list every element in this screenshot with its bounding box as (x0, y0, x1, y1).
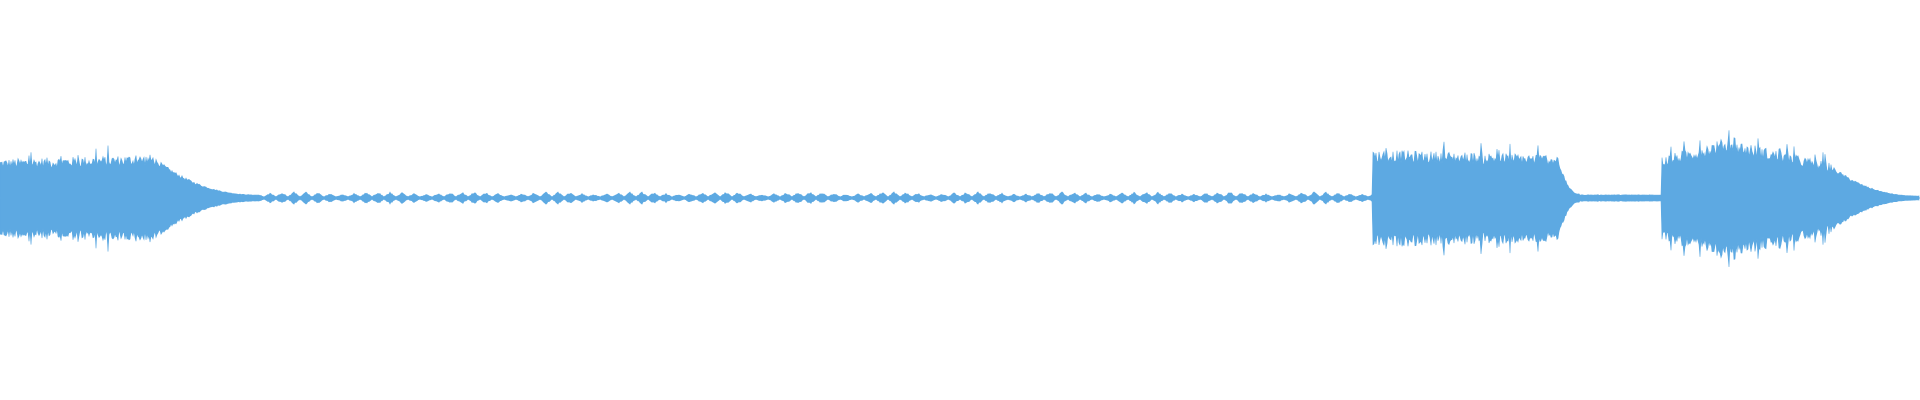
waveform-envelope (0, 130, 1920, 268)
